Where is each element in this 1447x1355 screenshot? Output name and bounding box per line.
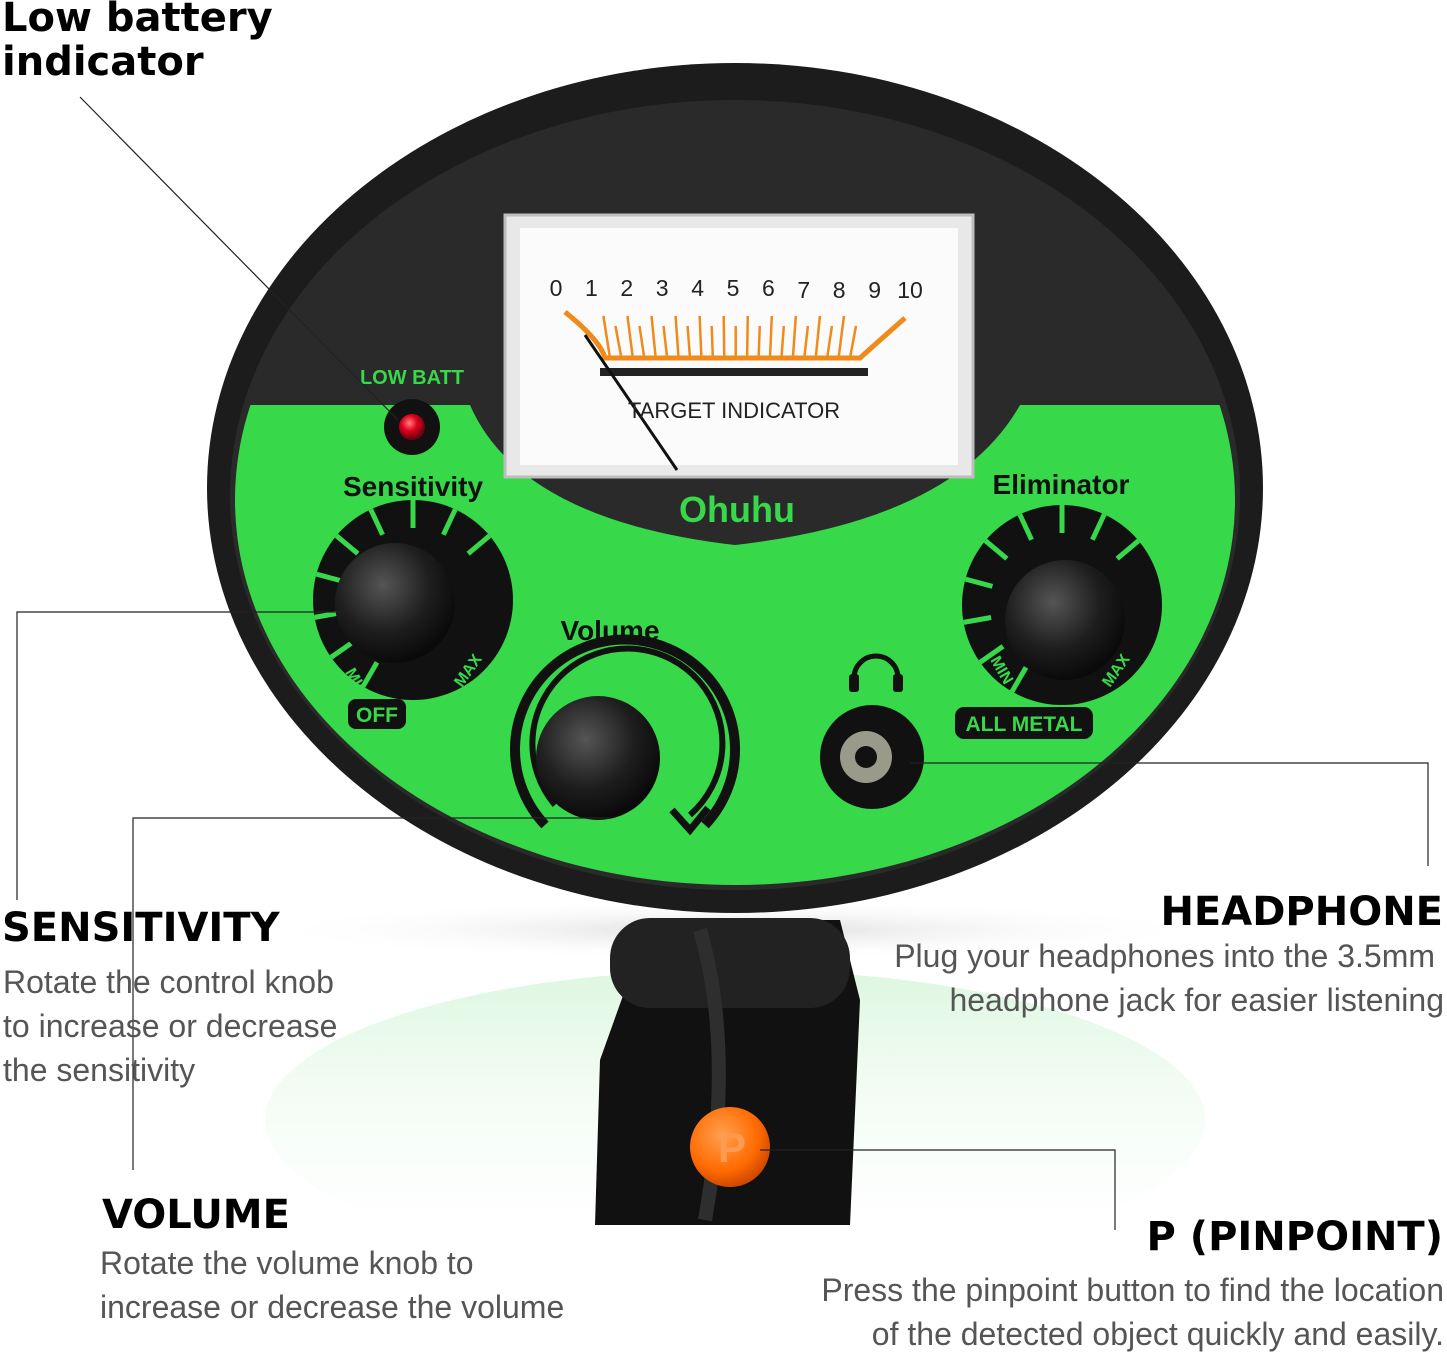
headphone-title: HEADPHONE: [1160, 889, 1443, 935]
meter-tick: [602, 315, 612, 359]
pinpoint-desc-line2: of the detected object quickly and easil…: [871, 1316, 1444, 1352]
dial-tick: [1090, 513, 1107, 541]
dial-tick: [360, 661, 380, 688]
meter-arc: [563, 310, 907, 361]
volume-arrow: [669, 805, 711, 836]
meter-needle: [583, 334, 679, 471]
dial-tick: [329, 639, 356, 660]
meter-tick: [768, 315, 774, 359]
volume-desc-line1: Rotate the volume knob to: [100, 1245, 474, 1281]
off-badge: [348, 699, 406, 729]
meter-tick: [662, 325, 669, 359]
dial-tick: [964, 576, 994, 589]
meter-scale-number: 0: [550, 275, 563, 301]
meter-tick: [791, 315, 798, 359]
dial-tick: [334, 533, 360, 556]
dial-tick: [983, 538, 1009, 561]
sensitivity-desc-line2: to increase or decrease: [3, 1008, 338, 1044]
sensitivity-knob-label: Sensitivity: [343, 471, 483, 502]
eliminator-knob[interactable]: [1005, 560, 1125, 680]
dial-tick: [963, 615, 992, 625]
dial-tick: [978, 644, 1005, 665]
dial-tick: [1009, 666, 1029, 693]
pinpoint-desc-line1: Press the pinpoint button to find the lo…: [821, 1272, 1444, 1308]
meter-tick: [803, 325, 810, 359]
callout-leader-lines: [16, 96, 1429, 1230]
meter-label: TARGET INDICATOR: [628, 398, 840, 423]
low-batt-led: [399, 414, 425, 440]
eliminator-knob-label: Eliminator: [993, 469, 1130, 500]
dial-tick: [441, 508, 458, 536]
handle-collar: [610, 918, 850, 1008]
meter-tick: [745, 315, 749, 359]
meter-tick: [698, 315, 703, 359]
sensitivity-title: SENSITIVITY: [2, 905, 280, 951]
meter-scale-number: 1: [585, 275, 598, 301]
meter-tick: [722, 315, 726, 359]
headphone-desc-line2: headphone jack for easier listening: [949, 982, 1444, 1018]
meter-scale-number: 2: [620, 275, 633, 301]
headphone-desc-line1: Plug your headphones into the 3.5mm: [894, 938, 1435, 974]
meter-face: [520, 228, 958, 465]
meter-ticks: [563, 310, 907, 361]
meter-tick: [710, 325, 715, 359]
meter-tick: [626, 315, 635, 359]
volume-knob[interactable]: [536, 696, 660, 820]
meter-tick: [638, 325, 646, 359]
dial-tick: [1115, 538, 1141, 561]
all-metal-badge: [955, 707, 1093, 739]
off-label: OFF: [356, 704, 398, 727]
headphone-jack-hole: [855, 746, 877, 768]
all-metal-label: ALL METAL: [965, 713, 1082, 736]
meter-tick: [686, 325, 692, 359]
meter-scale-number: 10: [897, 277, 923, 303]
volume-arc-inner: [529, 645, 726, 818]
meter-tick: [757, 325, 762, 359]
low-batt-label: LOW BATT: [360, 367, 464, 389]
meter-scale-number: 5: [727, 275, 740, 301]
dial-tick: [368, 508, 385, 536]
low-battery-title-line2: indicator: [2, 39, 204, 85]
sensitivity-knob[interactable]: [335, 543, 455, 663]
meter-scale-number: 6: [762, 275, 775, 301]
dial-tick: [466, 533, 492, 556]
pinpoint-title: P (PINPOINT): [1146, 1214, 1443, 1260]
meter-tick: [614, 325, 623, 359]
sensitivity-dial-ticks: [314, 500, 492, 688]
meter-tick: [674, 315, 680, 359]
dial-tick: [1017, 513, 1034, 541]
pinpoint-button-label: P: [718, 1124, 746, 1171]
pinpoint-button[interactable]: [690, 1107, 770, 1187]
meter-scale-number: 9: [868, 277, 881, 303]
meter-tick: [848, 325, 858, 359]
brand-logo: Ohuhu: [679, 489, 795, 530]
meter-scale-number: 8: [833, 277, 846, 303]
low-battery-title-line1: Low battery: [2, 0, 273, 41]
meter-bar: [600, 368, 868, 376]
meter-tick: [650, 315, 657, 359]
meter-tick: [814, 315, 822, 359]
volume-arc-outer: [510, 634, 740, 829]
meter-tick: [780, 325, 786, 359]
meter-tick: [837, 315, 846, 359]
sensitivity-desc-line3: the sensitivity: [3, 1052, 196, 1088]
eliminator-dial-ticks: [963, 505, 1141, 693]
meter-scale-number: 3: [656, 275, 669, 301]
dial-tick: [315, 571, 345, 584]
meter-scale-number: 4: [691, 275, 704, 301]
meter-tick: [825, 325, 834, 359]
volume-title: VOLUME: [102, 1192, 290, 1238]
headphone-icon: [849, 653, 903, 692]
sensitivity-desc-line1: Rotate the control knob: [3, 964, 334, 1000]
meter-scale-number: 7: [797, 277, 810, 303]
volume-desc-line2: increase or decrease the volume: [100, 1289, 565, 1325]
